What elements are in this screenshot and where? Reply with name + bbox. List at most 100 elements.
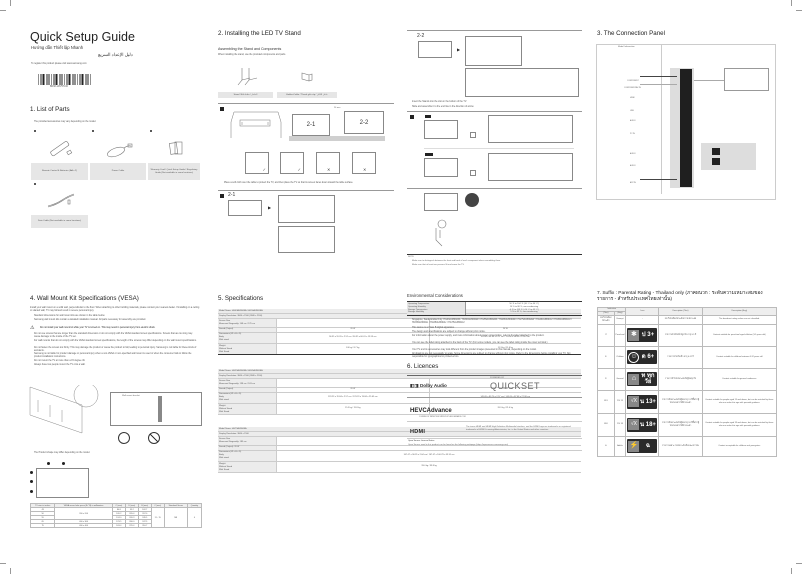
env-note-6: Your TV and its accessories may look dif… xyxy=(412,349,537,351)
wall-mount-bullet2-1: Do not use screws that are longer than t… xyxy=(34,333,193,339)
spec-row: Display Resolution: 3840 x 2160 (3840 x … xyxy=(218,374,581,380)
hand-pressing-power-icon xyxy=(435,219,447,247)
wall-mount-bullet-1: Standard dimensions for wall mount kits … xyxy=(34,315,105,317)
cross-icon: ✕ xyxy=(363,167,367,172)
warning-icon: ⚠ xyxy=(30,325,35,331)
tv-diagram-2-2: 2-2 xyxy=(344,111,384,134)
env-label-op-temp: Operating Temperature xyxy=(408,303,430,305)
rating-col-icon: Icon xyxy=(625,307,660,316)
env-note-1: Singapore, Saudi Arabia Only: HG43AU800A… xyxy=(412,319,572,325)
table-row: ฉ Adults ⚡ฉ รายการเฉพาะ ไม่เหมาะกับเด็กแ… xyxy=(597,435,778,457)
port-label-usb: USB xyxy=(630,110,634,112)
divider xyxy=(407,30,582,31)
model-badge-1 xyxy=(425,115,431,118)
adults-rating-icon: ⚡ฉ xyxy=(627,439,658,454)
port-label-ant: ANT IN xyxy=(630,182,636,184)
connection-panel-divider xyxy=(661,44,662,194)
screw-ok-icon xyxy=(118,432,130,444)
section-specs-heading: 5. Specifications xyxy=(218,295,264,302)
stand-check-wrong-1: ✕ xyxy=(316,152,340,174)
arrow-right-icon: ▶ xyxy=(268,205,272,210)
divider xyxy=(424,148,574,149)
dimension-26mm: 26 mm xyxy=(334,107,341,109)
wall-mount-bullet2-5: Do not mount the TV at more than a 15 de… xyxy=(34,360,86,362)
part-label-power-cable: Power Cable xyxy=(90,163,146,180)
env-label-st-hum: Storage Humidity xyxy=(408,311,424,314)
section-list-of-parts-heading: 1. List of Parts xyxy=(30,106,70,113)
dim-label-a xyxy=(47,462,50,465)
wall-outlet-icon xyxy=(470,170,476,176)
port-line xyxy=(640,84,677,85)
lan-port xyxy=(712,148,720,155)
wall-mount-bullet-2: Samsung wall mount kits contain a detail… xyxy=(34,319,146,321)
network-panel-box xyxy=(701,143,756,170)
note-heading: NOTE xyxy=(408,256,414,258)
part-number-1 xyxy=(34,130,36,132)
tv-front-diagram xyxy=(424,193,458,211)
wall-mount-bullet2-6: Always have two people mount the TV onto… xyxy=(34,364,86,366)
crop-mark xyxy=(796,563,802,564)
stand-check-ok-2: ✓ xyxy=(280,152,304,174)
wall-mount-bullet2-4: Samsung is not liable for product damage… xyxy=(34,353,192,359)
hdmi-logo: HDMI xyxy=(410,429,426,435)
env-value-op-hum: 10 % to 80 %, non-condensing xyxy=(509,305,539,308)
rs232-port xyxy=(712,158,720,165)
divider xyxy=(407,111,582,112)
stand-slide-panel-2 xyxy=(465,68,579,97)
preschool-rating-icon: ✱ป 3+ xyxy=(627,328,658,343)
step-3-badge xyxy=(410,115,414,119)
tv-label-2-1: 2-1 xyxy=(306,122,316,128)
step-1-badge xyxy=(220,107,224,111)
power-button-circle-icon xyxy=(465,193,479,207)
stand-insert-panel-1 xyxy=(278,195,335,223)
barcode-number: BN68-14675H-00 xyxy=(50,86,68,88)
spec-row: Model Name: HG55AU800EA / HG65AU800EA xyxy=(218,369,581,375)
tv-back-diagram-2-2 xyxy=(418,41,452,58)
port-line xyxy=(694,80,724,81)
part-number-4 xyxy=(34,183,36,185)
register-note: To register this product please visit ww… xyxy=(31,63,87,65)
dim-label-e xyxy=(30,490,33,493)
step-2-2-note-2: Slide and assemble it to the end line in… xyxy=(412,106,474,108)
stand-legs-icon xyxy=(237,68,258,86)
component-label-stand: Stand / Đế chân / الحامل xyxy=(218,92,273,98)
spec-block-2: Model Name: HG55AU800EA / HG65AU800EA Di… xyxy=(218,369,581,416)
wall-outlet-icon xyxy=(470,132,476,138)
port-label-audio-3: AUDIO xyxy=(630,165,636,167)
wall-mount-warning: Do not install your wall mount kit while… xyxy=(40,327,156,329)
dolby-icon: ◧◨ xyxy=(410,383,419,388)
part-label-manuals: Warranty Card / Quick Setup Guide / Regu… xyxy=(148,163,200,180)
divider xyxy=(407,438,582,439)
divider xyxy=(407,450,582,451)
cover-subtitle-ar: دليل الإعداد السريع xyxy=(98,52,133,57)
divider xyxy=(407,188,582,189)
spec-row: Sound (Output): 20 W xyxy=(218,445,581,451)
stand-check-ok-1: ✓ xyxy=(245,152,269,174)
barcode xyxy=(38,74,92,85)
spec-row: Model Name: HG43AU800EA / HG50AU800EA xyxy=(218,309,581,315)
hevc-advance-logo: HEVCAdvance xyxy=(410,408,452,414)
data-cable-icon xyxy=(47,193,75,208)
rating-col-desc-th: Description (Thai) xyxy=(658,307,703,316)
shape-note: The Product shape may differ depending o… xyxy=(34,452,91,454)
oss-text: Open Source used in this product can be … xyxy=(408,444,509,446)
connection-panel-frame xyxy=(596,44,776,200)
parental-rating-table: Indication Icon Description (Thai) Descr… xyxy=(596,307,778,457)
environment-heading: Environmental Considerations xyxy=(407,293,463,298)
table-row: ป Preschool ✱ป 3+ รายการสำหรับเด็กปฐมวัย… xyxy=(597,323,778,347)
hevc-subtext: COVERED BY PATENTS AT PATENTLIST.HEVCADV… xyxy=(419,417,466,418)
port-strip-inner xyxy=(680,69,692,187)
step-2-2-note-1: Insert the Stands into the slot on the b… xyxy=(412,101,467,103)
env-note-5: You can see the label rating attached to… xyxy=(412,342,548,344)
tv-cable-diagram-1 xyxy=(424,120,458,139)
step-2-badge xyxy=(220,194,224,198)
table-row: ท General ⌂ท ทุกวัย รายการทั่วไปเหมาะสมก… xyxy=(597,367,778,391)
step1-note: Place a soft cloth over the table to pro… xyxy=(224,182,354,184)
env-note-3: The design and specifications are subjec… xyxy=(412,331,486,333)
